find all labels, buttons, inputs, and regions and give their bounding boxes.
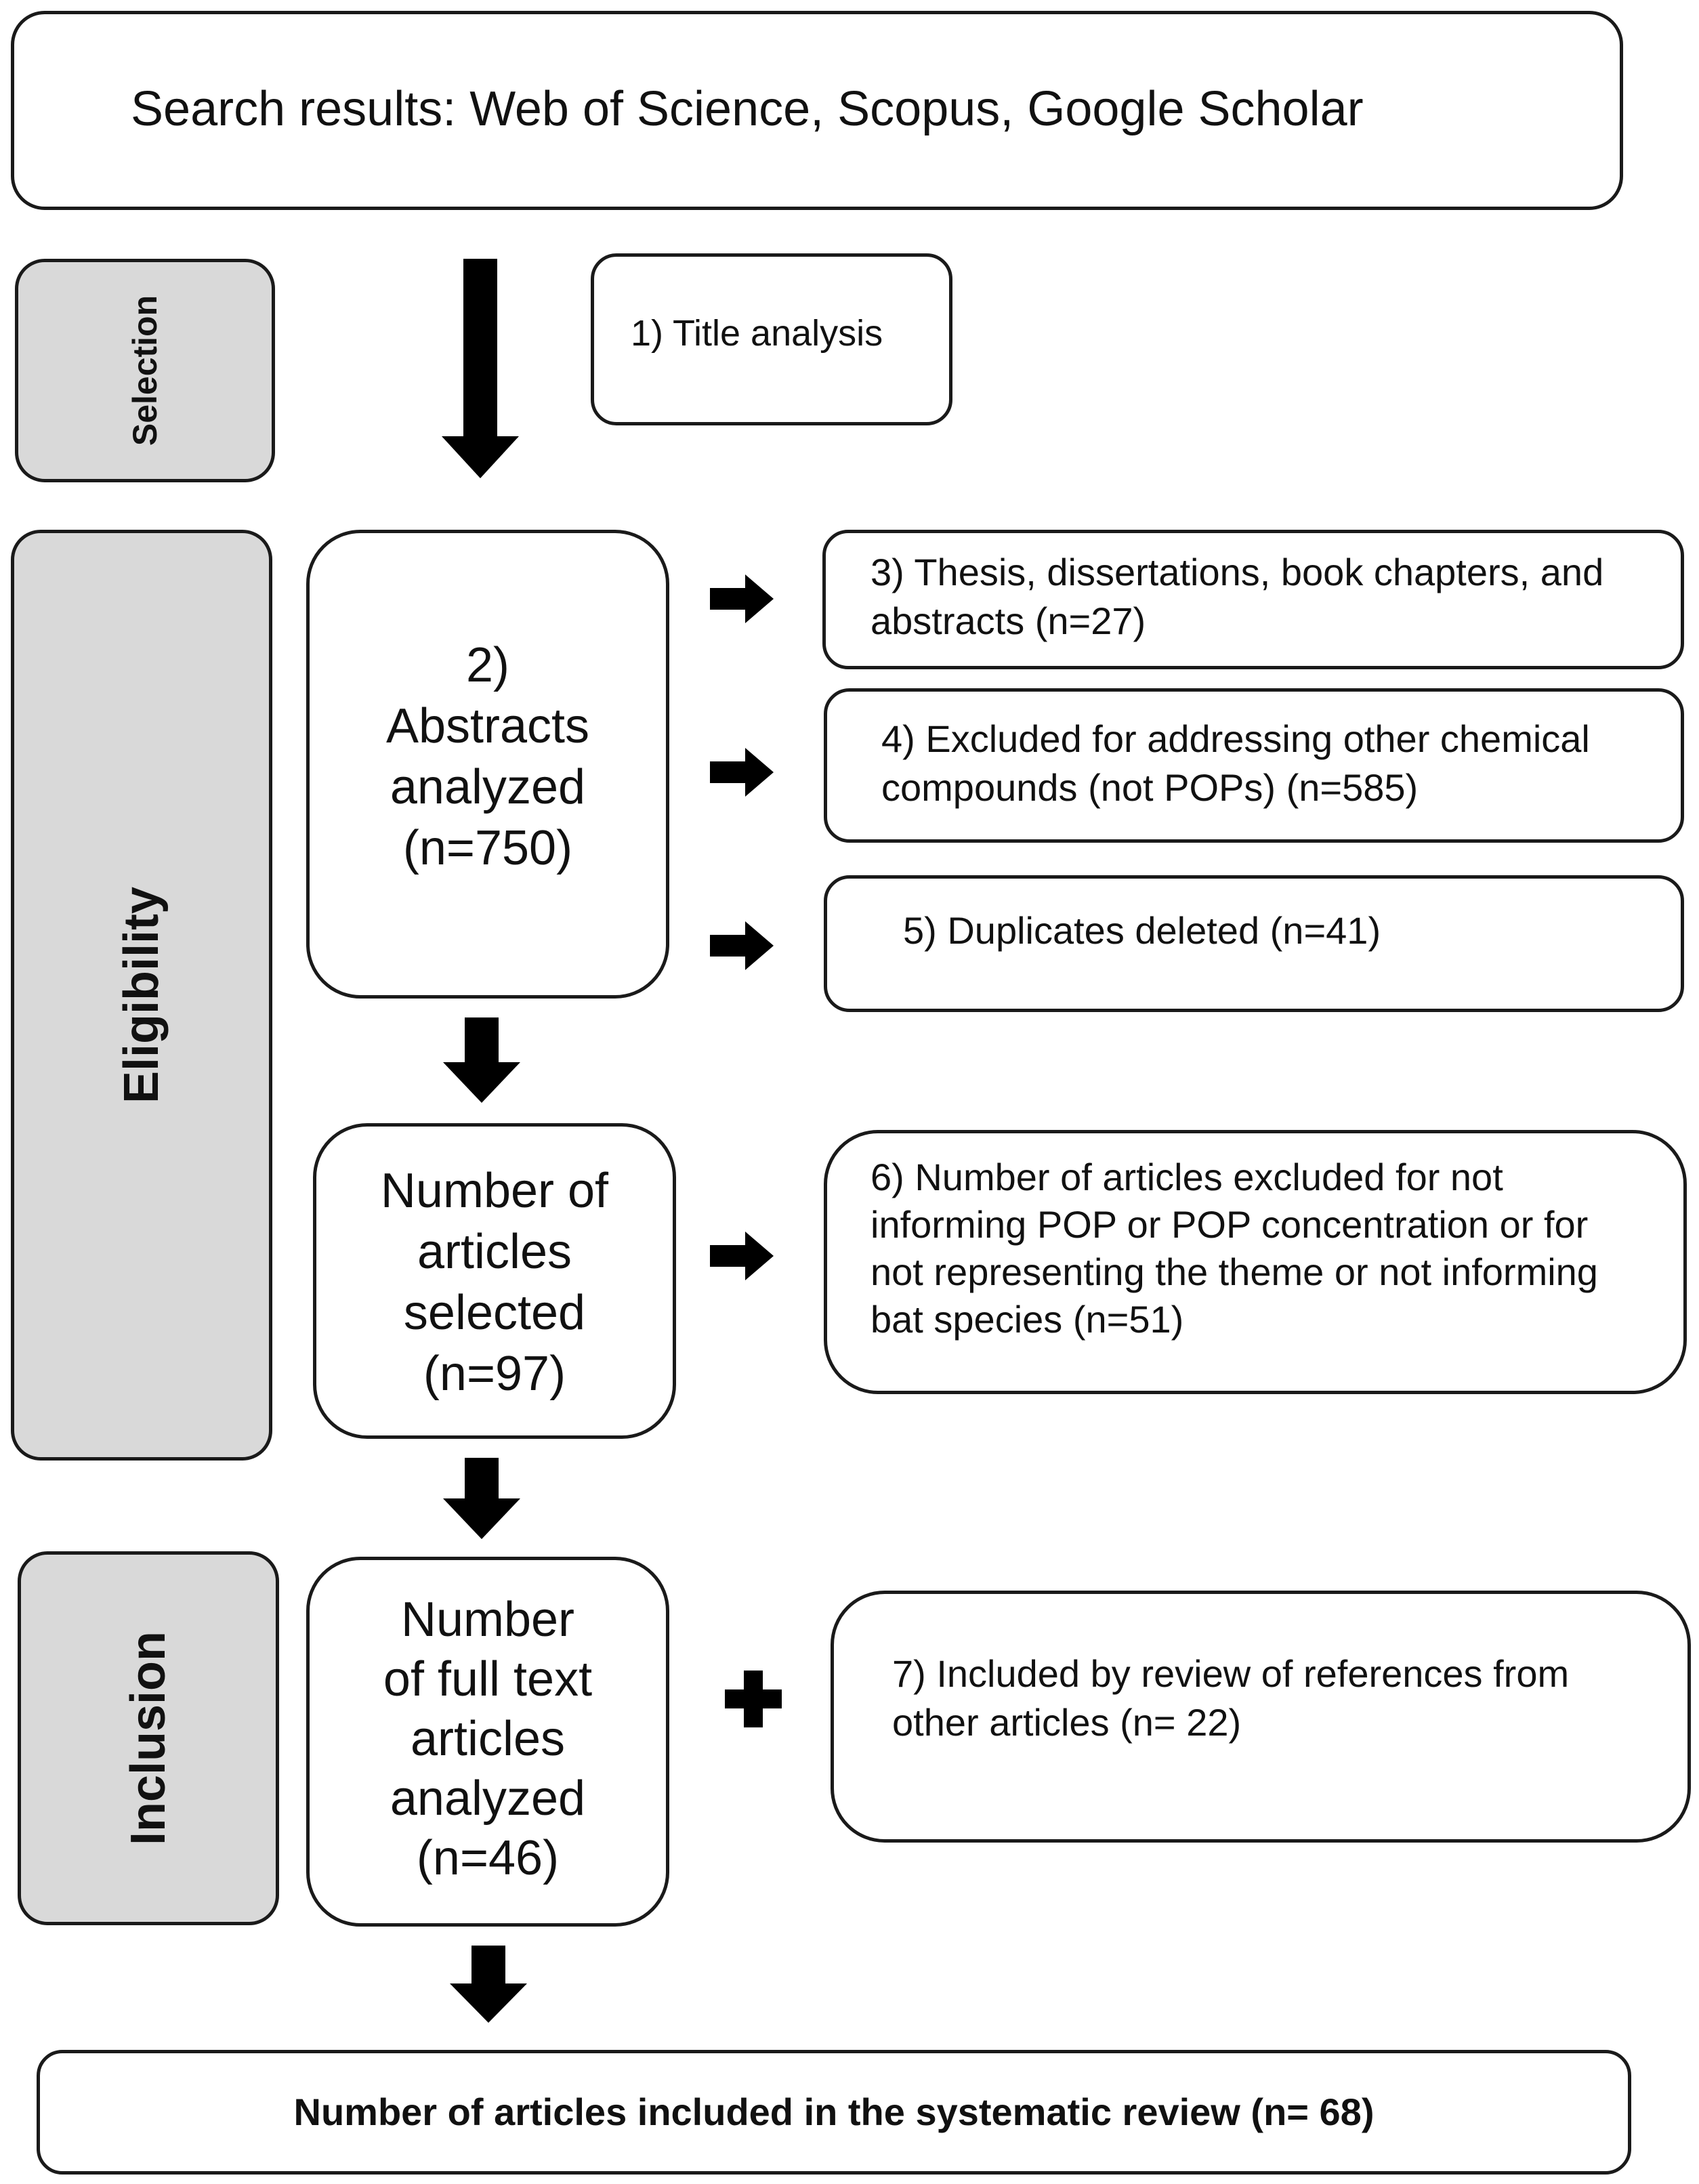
search-results-box: Search results: Web of Science, Scopus, … (11, 11, 1623, 210)
included-references-line-2: other articles (n= 22) (892, 1701, 1242, 1744)
down-arrow-icon (450, 1946, 527, 2023)
exclusion-not-informing-line-3: not representing the theme or not inform… (871, 1251, 1598, 1293)
right-arrow-icon (710, 748, 774, 797)
selected-line-2: articles (417, 1225, 572, 1279)
final-result-box: Number of articles included in the syste… (37, 2050, 1631, 2175)
down-arrow-icon (443, 1458, 520, 1539)
down-arrow-icon (443, 1017, 520, 1103)
exclusion-duplicates-text: 5) Duplicates deleted (n=41) (903, 909, 1381, 952)
title-analysis-box: 1) Title analysis (591, 253, 952, 425)
exclusion-thesis-text: 3) Thesis, dissertations, book chapters,… (871, 548, 1603, 646)
abstracts-line-2: Abstracts (385, 699, 590, 753)
abstracts-line-1: 2) (465, 638, 510, 692)
plus-icon-vertical (744, 1671, 763, 1727)
selected-line-3: selected (403, 1286, 586, 1340)
abstracts-line-4: (n=750) (402, 821, 573, 875)
exclusion-other-compounds-box: 4) Excluded for addressing other chemica… (824, 688, 1684, 843)
search-results-text: Search results: Web of Science, Scopus, … (131, 82, 1364, 136)
right-arrow-icon (710, 574, 774, 623)
abstracts-analyzed-text: 2) Abstracts analyzed (n=750) (310, 635, 666, 879)
exclusion-duplicates-box: 5) Duplicates deleted (n=41) (824, 875, 1684, 1012)
full-text-line-3: articles (410, 1712, 566, 1766)
abstracts-line-3: analyzed (390, 760, 586, 814)
right-arrow-icon (710, 921, 774, 970)
exclusion-not-informing-line-2: informing POP or POP concentration or fo… (871, 1203, 1589, 1246)
exclusion-other-compounds-text: 4) Excluded for addressing other chemica… (881, 715, 1590, 812)
abstracts-analyzed-box: 2) Abstracts analyzed (n=750) (306, 530, 669, 999)
final-result-text: Number of articles included in the syste… (293, 2091, 1375, 2133)
exclusion-not-informing-line-1: 6) Number of articles excluded for not (871, 1156, 1503, 1198)
exclusion-not-informing-box: 6) Number of articles excluded for not i… (824, 1130, 1687, 1394)
title-analysis-text: 1) Title analysis (631, 313, 883, 354)
exclusion-thesis-line-2: abstracts (n=27) (871, 600, 1146, 642)
stage-inclusion: Inclusion (18, 1551, 279, 1925)
full-text-line-2: of full text (383, 1652, 593, 1706)
full-text-analyzed-text: Number of full text articles analyzed (n… (310, 1590, 666, 1888)
included-references-box: 7) Included by review of references from… (831, 1591, 1691, 1843)
included-references-text: 7) Included by review of references from… (892, 1650, 1569, 1747)
full-text-analyzed-box: Number of full text articles analyzed (n… (306, 1557, 669, 1927)
included-references-line-1: 7) Included by review of references from (892, 1652, 1570, 1695)
exclusion-other-compounds-line-2: compounds (not POPs) (n=585) (881, 766, 1419, 809)
down-arrow-icon (442, 259, 519, 478)
exclusion-other-compounds-line-1: 4) Excluded for addressing other chemica… (881, 717, 1590, 760)
full-text-line-4: analyzed (390, 1771, 586, 1826)
right-arrow-icon (710, 1232, 774, 1280)
full-text-line-1: Number (400, 1593, 575, 1647)
exclusion-thesis-line-1: 3) Thesis, dissertations, book chapters,… (871, 551, 1604, 593)
selected-line-4: (n=97) (423, 1347, 566, 1401)
articles-selected-box: Number of articles selected (n=97) (313, 1123, 676, 1439)
exclusion-not-informing-line-4: bat species (n=51) (871, 1298, 1184, 1341)
stage-eligibility: Eligibility (11, 530, 272, 1461)
stage-selection: Selection (15, 259, 275, 482)
exclusion-not-informing-text: 6) Number of articles excluded for not i… (871, 1154, 1598, 1343)
articles-selected-text: Number of articles selected (n=97) (316, 1160, 673, 1404)
full-text-line-5: (n=46) (416, 1831, 560, 1885)
exclusion-thesis-box: 3) Thesis, dissertations, book chapters,… (822, 530, 1684, 669)
selected-line-1: Number of (380, 1164, 609, 1218)
